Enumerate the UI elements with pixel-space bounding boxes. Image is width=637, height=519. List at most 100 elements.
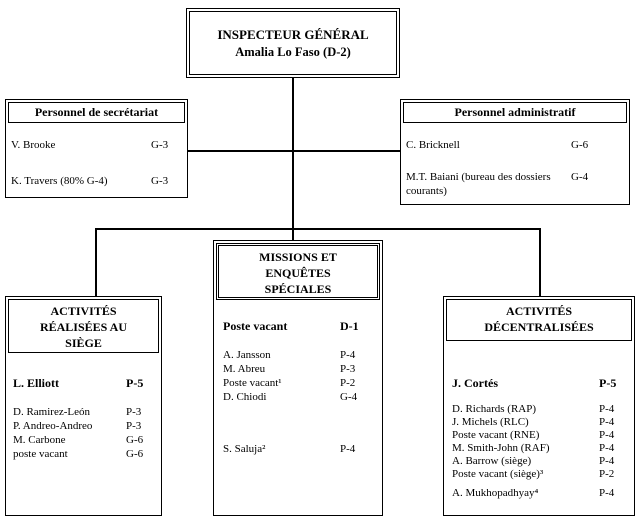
box-personnel-secretariat: Personnel de secrétariat V. Brooke G-3 K… <box>5 99 188 198</box>
staff-row: A. Barrow (siège) P-4 <box>444 455 634 468</box>
staff-name: D. Ramirez-León <box>13 406 90 418</box>
activites-siege-title-line: ACTIVITÉS <box>50 304 117 318</box>
spacer <box>214 404 382 442</box>
staff-row-head: Poste vacant D-1 <box>214 319 382 334</box>
staff-row: M. Abreu P-3 <box>214 362 382 376</box>
staff-row: M. Carbone G-6 <box>6 433 161 447</box>
missions-title: MISSIONS ET ENQUÊTES SPÉCIALES <box>216 243 380 300</box>
staff-row-head: J. Cortés P-5 <box>444 377 634 390</box>
staff-grade: P-4 <box>599 429 615 441</box>
box-activites-siege: ACTIVITÉS RÉALISÉES AU SIÈGE L. Elliott … <box>5 296 162 516</box>
staff-name: A. Barrow (siège) <box>452 455 532 467</box>
staff-grade: P-4 <box>599 442 615 454</box>
connector-horizontal-bottom <box>95 228 541 230</box>
staff-row: Poste vacant (siège)³ P-2 <box>444 468 634 481</box>
staff-grade: G-4 <box>571 171 589 183</box>
staff-row: S. Saluja² P-4 <box>214 442 382 456</box>
secretariat-list: V. Brooke G-3 K. Travers (80% G-4) G-3 <box>6 123 187 196</box>
staff-name: M. Carbone <box>13 434 66 446</box>
staff-name: J. Michels (RLC) <box>452 416 529 428</box>
staff-grade: P-4 <box>599 455 615 467</box>
staff-name: Poste vacant <box>223 319 288 333</box>
staff-row: C. Bricknell G-6 <box>401 138 629 152</box>
missions-title-line: SPÉCIALES <box>264 282 332 296</box>
staff-name: M.T. Baiani (bureau des dossiers courant… <box>406 171 551 197</box>
staff-name: C. Bricknell <box>406 139 460 151</box>
connector-vertical-center <box>292 77 294 240</box>
staff-grade: G-6 <box>126 434 144 446</box>
inspecteur-title: INSPECTEUR GÉNÉRAL <box>217 26 369 42</box>
staff-name: P. Andreo-Andreo <box>13 420 93 432</box>
staff-grade: P-2 <box>599 468 615 480</box>
staff-name: S. Saluja² <box>223 443 266 455</box>
staff-row: P. Andreo-Andreo P-3 <box>6 419 161 433</box>
activites-dec-title: ACTIVITÉS DÉCENTRALISÉES <box>446 299 632 341</box>
staff-grade: P-3 <box>126 420 142 432</box>
staff-grade: G-4 <box>340 391 358 403</box>
staff-grade: P-5 <box>599 376 617 390</box>
staff-grade: G-3 <box>151 175 169 187</box>
staff-row: M. Smith-John (RAF) P-4 <box>444 442 634 455</box>
staff-grade: P-3 <box>340 363 356 375</box>
staff-grade: P-3 <box>126 406 142 418</box>
staff-row: D. Ramirez-León P-3 <box>6 405 161 419</box>
staff-name: L. Elliott <box>13 376 60 390</box>
staff-name: A. Mukhopadhyay⁴ <box>452 487 539 499</box>
staff-grade: G-3 <box>151 139 169 151</box>
staff-grade: G-6 <box>126 448 144 460</box>
staff-name: J. Cortés <box>452 376 498 390</box>
connector-vertical-right <box>539 228 541 296</box>
box-activites-decentralisees: ACTIVITÉS DÉCENTRALISÉES J. Cortés P-5 D… <box>443 296 635 516</box>
staff-name: D. Chiodi <box>223 391 267 403</box>
missions-title-line: MISSIONS ET <box>259 250 337 264</box>
staff-name: Poste vacant (RNE) <box>452 429 540 441</box>
staff-row: M.T. Baiani (bureau des dossiers courant… <box>401 170 629 198</box>
staff-name: K. Travers (80% G-4) <box>11 175 108 187</box>
staff-name: Poste vacant¹ <box>223 377 282 389</box>
box-personnel-administratif: Personnel administratif C. Bricknell G-6… <box>400 99 630 205</box>
staff-row: Poste vacant¹ P-2 <box>214 376 382 390</box>
missions-list: Poste vacant D-1 A. Jansson P-4 M. Abreu… <box>214 302 382 514</box>
missions-title-line: ENQUÊTES <box>265 266 331 280</box>
administratif-list: C. Bricknell G-6 M.T. Baiani (bureau des… <box>401 123 629 203</box>
staff-name: M. Smith-John (RAF) <box>452 442 550 454</box>
staff-row: D. Chiodi G-4 <box>214 390 382 404</box>
staff-grade: P-2 <box>340 377 356 389</box>
staff-row: K. Travers (80% G-4) G-3 <box>6 174 187 188</box>
staff-row: A. Jansson P-4 <box>214 348 382 362</box>
staff-row-head: L. Elliott P-5 <box>6 376 161 391</box>
activites-dec-list: J. Cortés P-5 D. Richards (RAP) P-4 J. M… <box>444 343 634 514</box>
staff-row: poste vacant G-6 <box>6 447 161 461</box>
staff-row: A. Mukhopadhyay⁴ P-4 <box>444 487 634 500</box>
inspecteur-name: Amalia Lo Faso (D-2) <box>235 44 351 59</box>
staff-row: D. Richards (RAP) P-4 <box>444 403 634 416</box>
staff-name: poste vacant <box>13 448 68 460</box>
connector-vertical-left <box>95 228 97 296</box>
staff-grade: P-4 <box>599 487 615 499</box>
staff-grade: P-4 <box>599 403 615 415</box>
staff-grade: D-1 <box>340 319 359 333</box>
staff-grade: P-4 <box>340 443 356 455</box>
staff-name: V. Brooke <box>11 139 56 151</box>
staff-name: D. Richards (RAP) <box>452 403 537 415</box>
activites-dec-title-line: ACTIVITÉS <box>505 304 573 318</box>
connector-horizontal-personnel <box>188 150 400 152</box>
staff-name: Poste vacant (siège)³ <box>452 468 544 480</box>
box-inspecteur-general: INSPECTEUR GÉNÉRAL Amalia Lo Faso (D-2) <box>186 8 400 78</box>
box-missions-enquetes: MISSIONS ET ENQUÊTES SPÉCIALES Poste vac… <box>213 240 383 516</box>
secretariat-title: Personnel de secrétariat <box>8 102 185 123</box>
staff-name: A. Jansson <box>223 349 271 361</box>
staff-grade: P-5 <box>126 376 144 390</box>
activites-siege-title-line: RÉALISÉES AU <box>39 320 128 334</box>
activites-siege-list: L. Elliott P-5 D. Ramirez-León P-3 P. An… <box>6 355 161 514</box>
activites-siege-title: ACTIVITÉS RÉALISÉES AU SIÈGE <box>8 299 159 353</box>
staff-name: M. Abreu <box>223 363 266 375</box>
activites-siege-title-line: SIÈGE <box>65 336 102 350</box>
administratif-title: Personnel administratif <box>403 102 627 123</box>
staff-grade: P-4 <box>340 349 356 361</box>
staff-grade: G-6 <box>571 139 589 151</box>
staff-grade: P-4 <box>599 416 615 428</box>
staff-row: V. Brooke G-3 <box>6 138 187 152</box>
staff-row: J. Michels (RLC) P-4 <box>444 416 634 429</box>
